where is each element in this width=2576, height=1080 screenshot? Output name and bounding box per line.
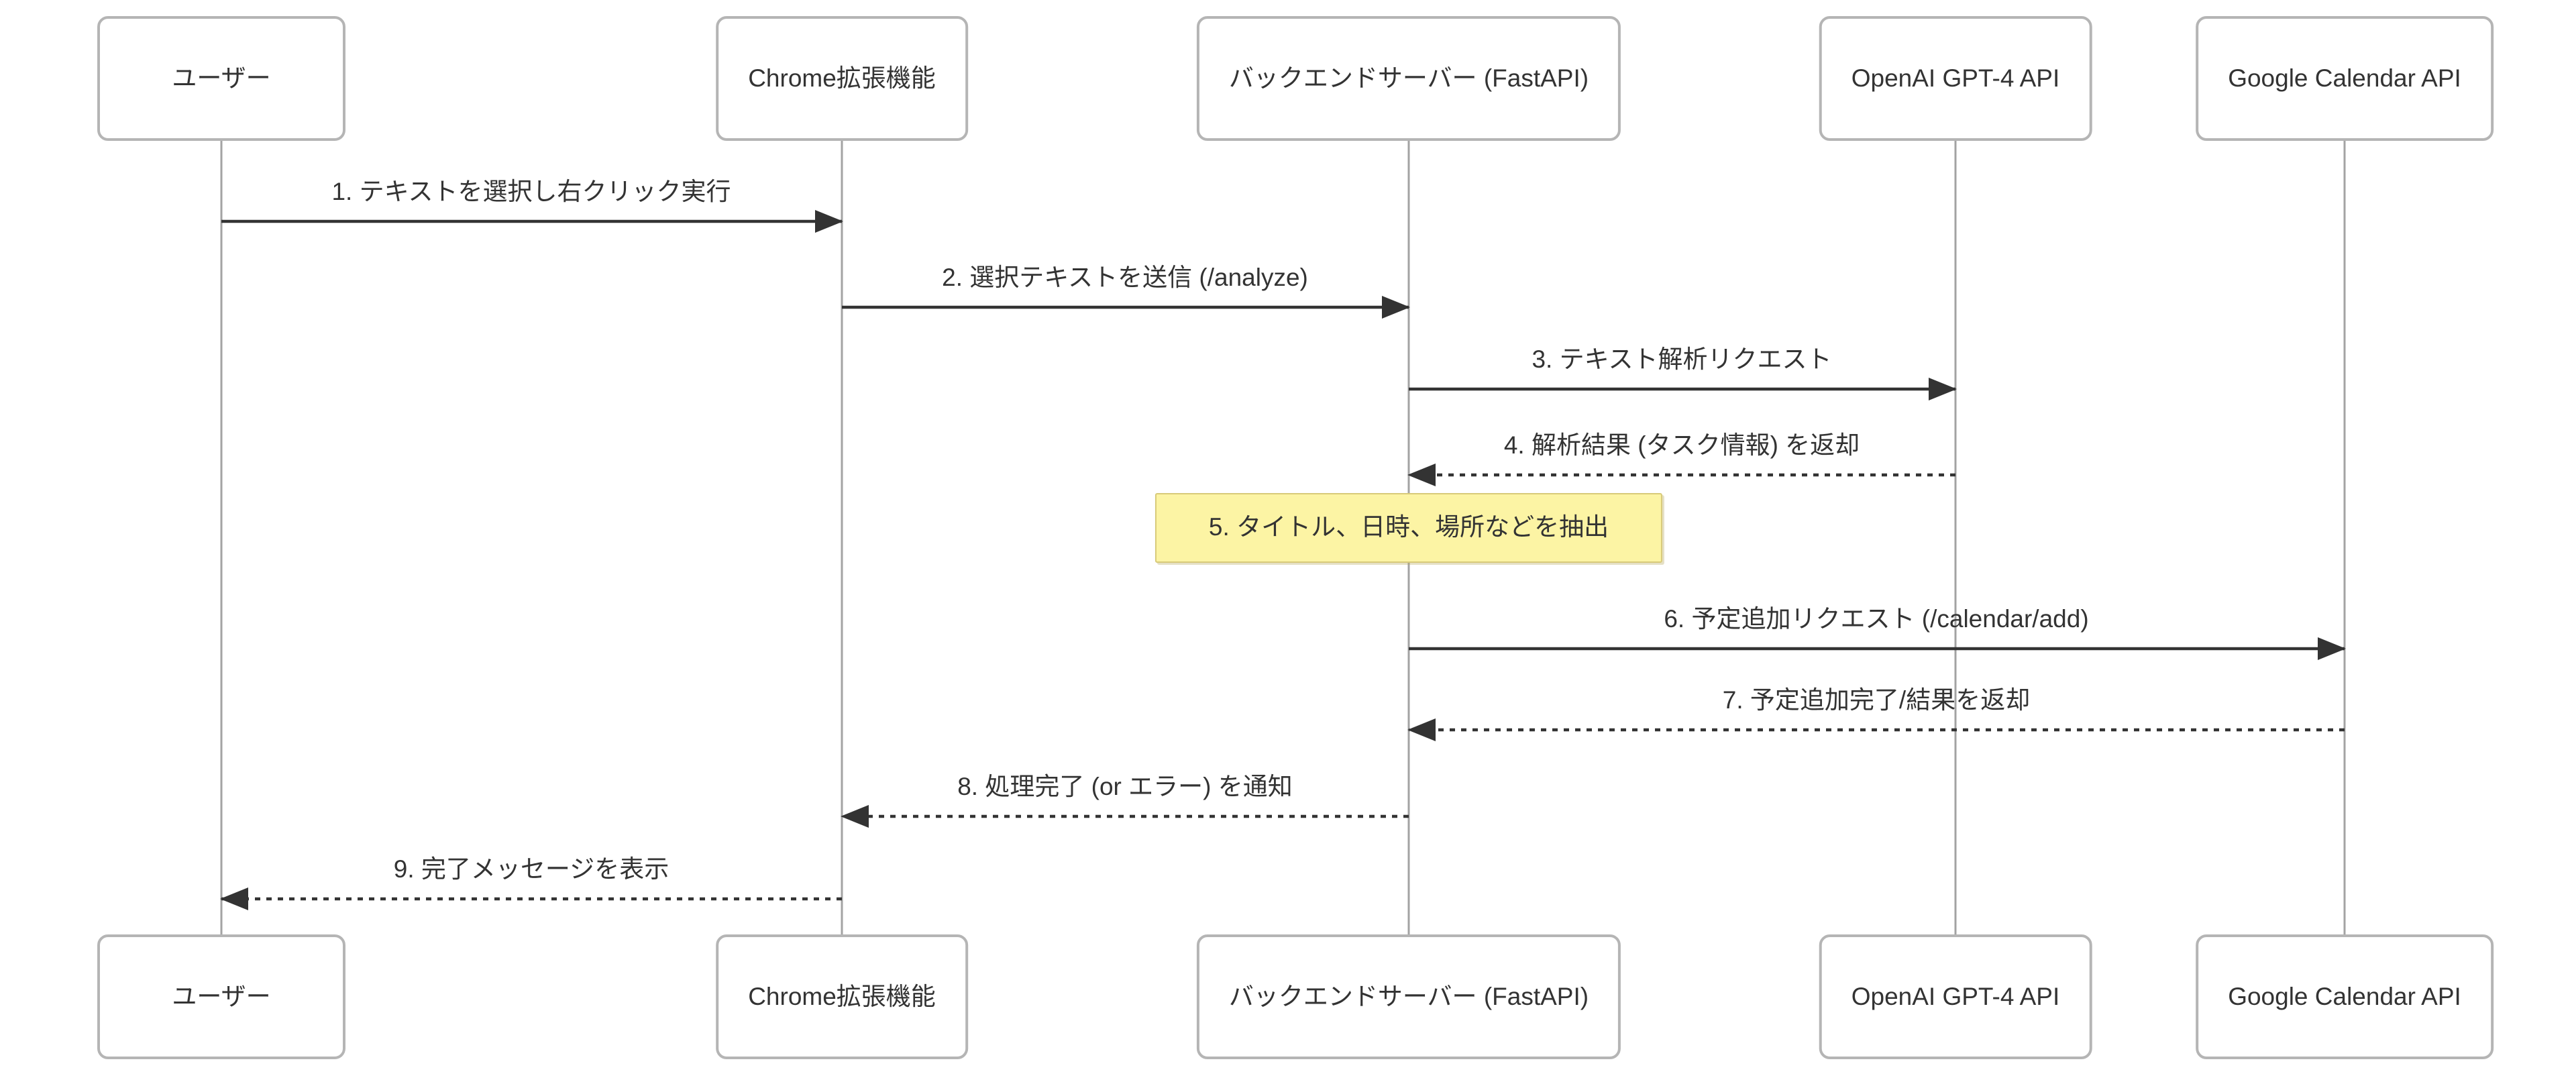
note-box: 5. タイトル、日時、場所などを抽出 [1155, 493, 1663, 563]
message-label-1: 1. テキストを選択し右クリック実行 [331, 178, 731, 205]
actor-box-user-bottom: ユーザー [97, 934, 345, 1059]
message-label-9: 9. 完了メッセージを表示 [393, 855, 669, 883]
message-label-6: 6. 予定追加リクエスト (/calendar/add) [1664, 605, 2089, 633]
actor-box-backend-top: バックエンドサーバー (FastAPI) [1196, 16, 1621, 141]
message-label-7: 7. 予定追加完了/結果を返却 [1722, 686, 2031, 714]
message-label-2: 2. 選択テキストを送信 (/analyze) [942, 264, 1308, 291]
actor-box-openai-top: OpenAI GPT-4 API [1819, 16, 2092, 141]
message-label-3: 3. テキスト解析リクエスト [1532, 345, 1832, 373]
actor-box-chrome-top: Chrome拡張機能 [716, 16, 968, 141]
message-label-8: 8. 処理完了 (or エラー) を通知 [957, 773, 1293, 800]
actor-box-gcal-top: Google Calendar API [2196, 16, 2493, 141]
message-label-4: 4. 解析結果 (タスク情報) を返却 [1503, 431, 1860, 459]
actor-box-gcal-bottom: Google Calendar API [2196, 934, 2493, 1059]
actor-box-backend-bottom: バックエンドサーバー (FastAPI) [1196, 934, 1621, 1059]
actor-box-user-top: ユーザー [97, 16, 345, 141]
actor-box-chrome-bottom: Chrome拡張機能 [716, 934, 968, 1059]
actor-box-openai-bottom: OpenAI GPT-4 API [1819, 934, 2092, 1059]
